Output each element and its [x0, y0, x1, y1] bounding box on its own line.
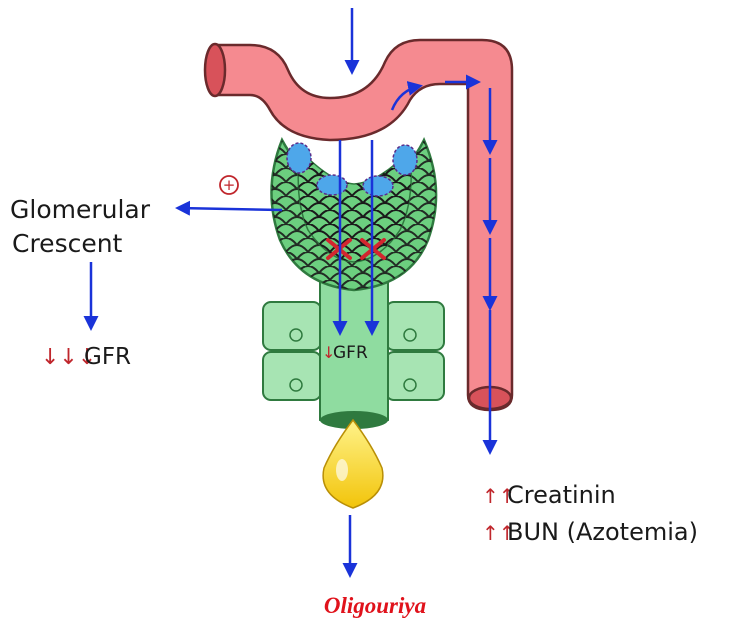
- vessel-opening: [205, 44, 225, 96]
- caption-oligouriya: Oligouriya: [0, 593, 750, 619]
- tubule-cell: [386, 352, 444, 400]
- glomerular-crescent: [271, 140, 436, 290]
- arrow-crescent: [178, 208, 282, 210]
- plus-sign-icon: +: [220, 176, 238, 194]
- label-gfr-center: GFR: [333, 343, 368, 363]
- plus-sign-label: +: [223, 176, 236, 194]
- urine-drop: [323, 420, 383, 508]
- label-gfr-left: GFR: [84, 344, 131, 370]
- label-bun: BUN (Azotemia): [507, 518, 698, 546]
- blue-cell: [317, 175, 347, 195]
- tubule-cell: [263, 302, 321, 350]
- blue-cell: [363, 176, 393, 196]
- blue-cell: [393, 145, 417, 175]
- label-creatinin: Creatinin: [507, 481, 616, 509]
- tubule-cell: [263, 352, 321, 400]
- label-glomerular: Glomerular: [10, 195, 151, 224]
- tubule-cell: [386, 302, 444, 350]
- blue-cell: [287, 143, 311, 173]
- label-crescent: Crescent: [12, 229, 123, 258]
